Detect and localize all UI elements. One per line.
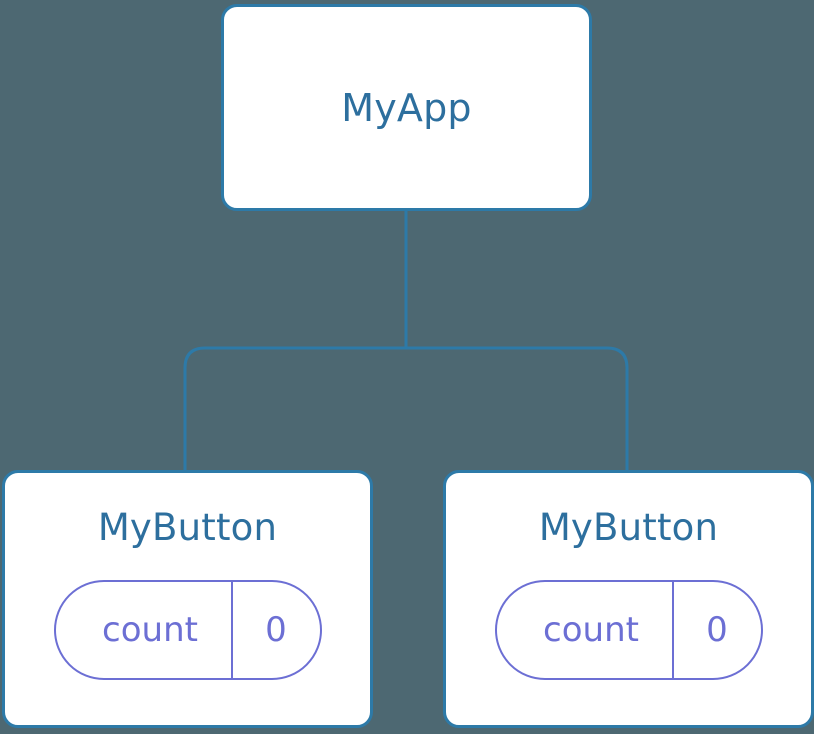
node-child-label: MyButton	[538, 506, 719, 549]
node-child-mybutton-2[interactable]: MyButton count 0	[443, 470, 814, 728]
state-pill-divider	[230, 582, 233, 678]
state-key-label: count	[543, 610, 639, 650]
edge-to-child-left	[183, 346, 406, 472]
node-root-label: MyApp	[341, 85, 472, 130]
state-pill-count[interactable]: count 0	[494, 580, 763, 680]
state-value-label: 0	[706, 610, 728, 650]
edge-to-child-right	[406, 346, 629, 472]
node-child-mybutton-1[interactable]: MyButton count 0	[2, 470, 373, 728]
state-pill-count[interactable]: count 0	[53, 580, 322, 680]
state-value-label: 0	[265, 610, 287, 650]
state-pill-divider	[671, 582, 674, 678]
state-key-label: count	[102, 610, 198, 650]
node-root-myapp[interactable]: MyApp	[221, 4, 592, 211]
node-child-label: MyButton	[97, 506, 278, 549]
